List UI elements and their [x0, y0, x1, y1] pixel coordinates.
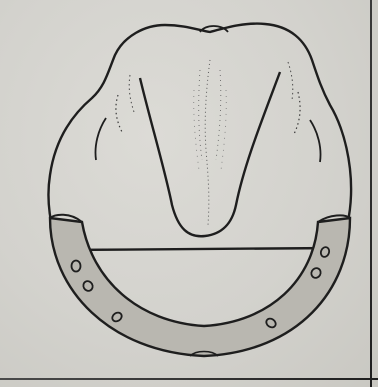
frog-outline — [140, 72, 280, 236]
hoof-wall-outline — [48, 24, 351, 250]
heel-bar-right — [288, 62, 321, 162]
frame-bottom-edge — [0, 378, 378, 380]
frame-right-edge — [370, 0, 372, 387]
frog-cleft-stipple — [194, 60, 227, 225]
horseshoe-band — [50, 218, 350, 356]
